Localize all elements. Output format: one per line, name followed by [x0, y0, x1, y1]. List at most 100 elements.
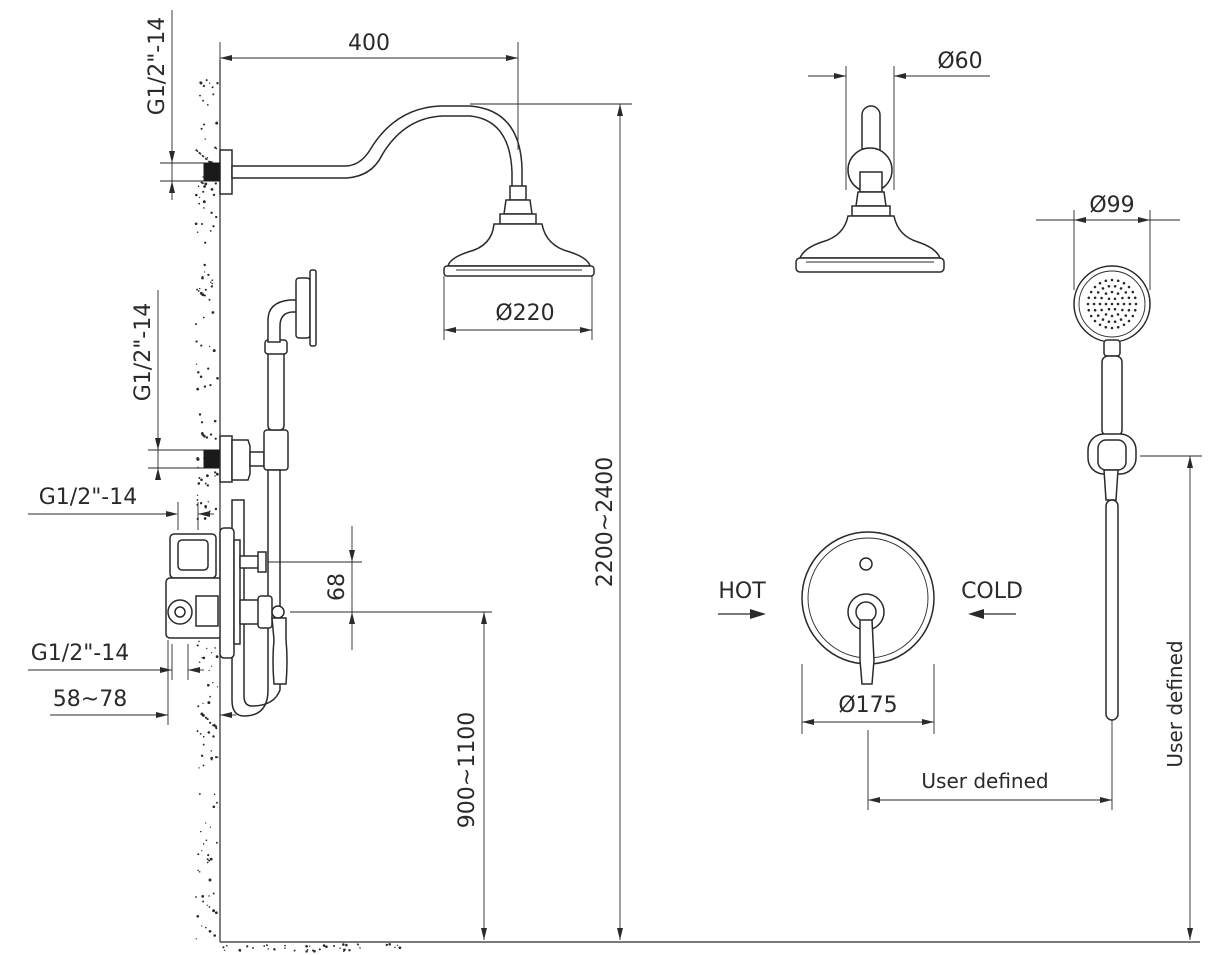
- wall-speck: [209, 433, 213, 436]
- floor-speck: [357, 943, 359, 946]
- wall-speck: [201, 182, 204, 185]
- wall-speck: [213, 934, 216, 937]
- wall-speck: [195, 938, 197, 940]
- wall-speck: [206, 474, 209, 478]
- wall-speck: [202, 656, 206, 660]
- wall-speck: [201, 222, 204, 226]
- spray-nozzle: [1119, 318, 1123, 321]
- dimension-labels: 400 Ø220 2200~2400 900~1100 68 G1/2"-14 …: [31, 17, 1187, 828]
- handshower-offset-label: User defined: [921, 769, 1048, 793]
- inlet-valve-lower-label: G1/2"-14: [31, 641, 130, 666]
- wall-speck: [213, 793, 216, 796]
- wall-speck: [212, 93, 215, 96]
- wall-speck: [198, 640, 200, 643]
- wall-speck: [210, 651, 213, 654]
- wall-speck: [202, 190, 205, 193]
- wall-speck: [212, 682, 214, 684]
- spray-nozzle: [1121, 308, 1124, 312]
- wall-speck: [196, 644, 199, 647]
- wall-speck: [202, 735, 205, 738]
- wall-speck: [214, 471, 217, 474]
- wall-speck: [202, 764, 205, 767]
- wall-speck: [208, 345, 211, 348]
- spray-nozzle: [1116, 292, 1120, 295]
- wall-speck: [212, 909, 216, 913]
- wall-speck: [197, 853, 200, 856]
- wall-speck: [201, 925, 203, 927]
- wall-speck: [214, 475, 216, 477]
- wall-speck: [200, 478, 203, 482]
- spray-nozzle: [1096, 314, 1100, 317]
- spray-nozzle: [1107, 320, 1111, 324]
- floor-speck: [305, 950, 308, 953]
- spray-nozzle: [1098, 302, 1102, 306]
- floor-speck: [341, 943, 345, 946]
- wall-speck: [207, 501, 209, 503]
- wall-speck: [215, 215, 218, 219]
- wall-speck: [216, 376, 219, 380]
- spray-nozzle: [1110, 278, 1114, 282]
- wall-speck: [211, 279, 214, 282]
- spray-nozzle: [1113, 285, 1117, 288]
- floor-speck: [273, 947, 276, 951]
- wall-speck: [206, 647, 208, 650]
- wall-speck: [214, 507, 218, 511]
- spray-nozzle: [1122, 281, 1126, 285]
- wall-speck: [204, 716, 208, 719]
- wall-speck: [199, 375, 203, 378]
- wall-speck: [194, 222, 198, 226]
- spray-nozzle: [1086, 302, 1090, 306]
- wall-speck: [196, 730, 199, 733]
- wall-speck: [204, 241, 207, 244]
- spray-nozzle: [1121, 296, 1124, 300]
- spray-nozzle: [1131, 290, 1135, 294]
- wall-speck: [212, 892, 215, 895]
- spray-nozzle: [1110, 314, 1114, 318]
- wall-speck: [205, 436, 209, 439]
- wall-speck: [217, 756, 219, 758]
- floor-speck: [293, 949, 296, 952]
- floor-speck: [224, 949, 226, 951]
- head-height-label: 2200~2400: [593, 457, 618, 587]
- spray-nozzle: [1133, 308, 1137, 312]
- wall-speck: [209, 230, 212, 232]
- wall-speck: [206, 484, 210, 487]
- spray-nozzle: [1110, 302, 1114, 306]
- wall-speck: [202, 843, 205, 845]
- wall-speck: [197, 705, 200, 708]
- wall-speck: [212, 735, 215, 738]
- spray-nozzle: [1127, 308, 1131, 312]
- spray-nozzle: [1122, 323, 1126, 327]
- wall-speck: [214, 911, 217, 914]
- spray-nozzle: [1113, 297, 1117, 301]
- wall-speck: [210, 756, 214, 760]
- wall-speck: [203, 207, 205, 209]
- spray-nozzle: [1098, 323, 1102, 327]
- spray-nozzle: [1127, 296, 1131, 300]
- wall-speck: [198, 661, 201, 663]
- wall-speck: [210, 281, 212, 283]
- wall-speck: [207, 731, 211, 734]
- handshower-diameter-label: Ø99: [1089, 193, 1134, 218]
- wall-speck: [200, 344, 203, 347]
- wall-speck: [200, 421, 204, 424]
- wall-speck: [214, 647, 216, 649]
- spray-nozzle: [1127, 319, 1131, 323]
- floor-speck: [222, 946, 225, 949]
- dimension-lines: [28, 10, 1202, 940]
- floor-speck: [325, 945, 328, 948]
- spray-nozzle: [1116, 313, 1120, 316]
- spray-nozzle: [1134, 302, 1138, 306]
- floor-speck: [263, 945, 266, 947]
- wall-speck: [212, 225, 215, 228]
- wall-speck: [202, 702, 204, 705]
- floor-speck: [309, 945, 311, 947]
- handshower-front-view: [1073, 265, 1151, 721]
- wall-speck: [206, 104, 209, 106]
- wall-speck: [199, 81, 203, 85]
- spray-nozzle: [1100, 296, 1103, 300]
- wall-speck: [202, 900, 205, 903]
- wall-speck: [215, 472, 219, 476]
- spray-nozzle: [1092, 302, 1096, 306]
- wall-speck: [203, 156, 205, 158]
